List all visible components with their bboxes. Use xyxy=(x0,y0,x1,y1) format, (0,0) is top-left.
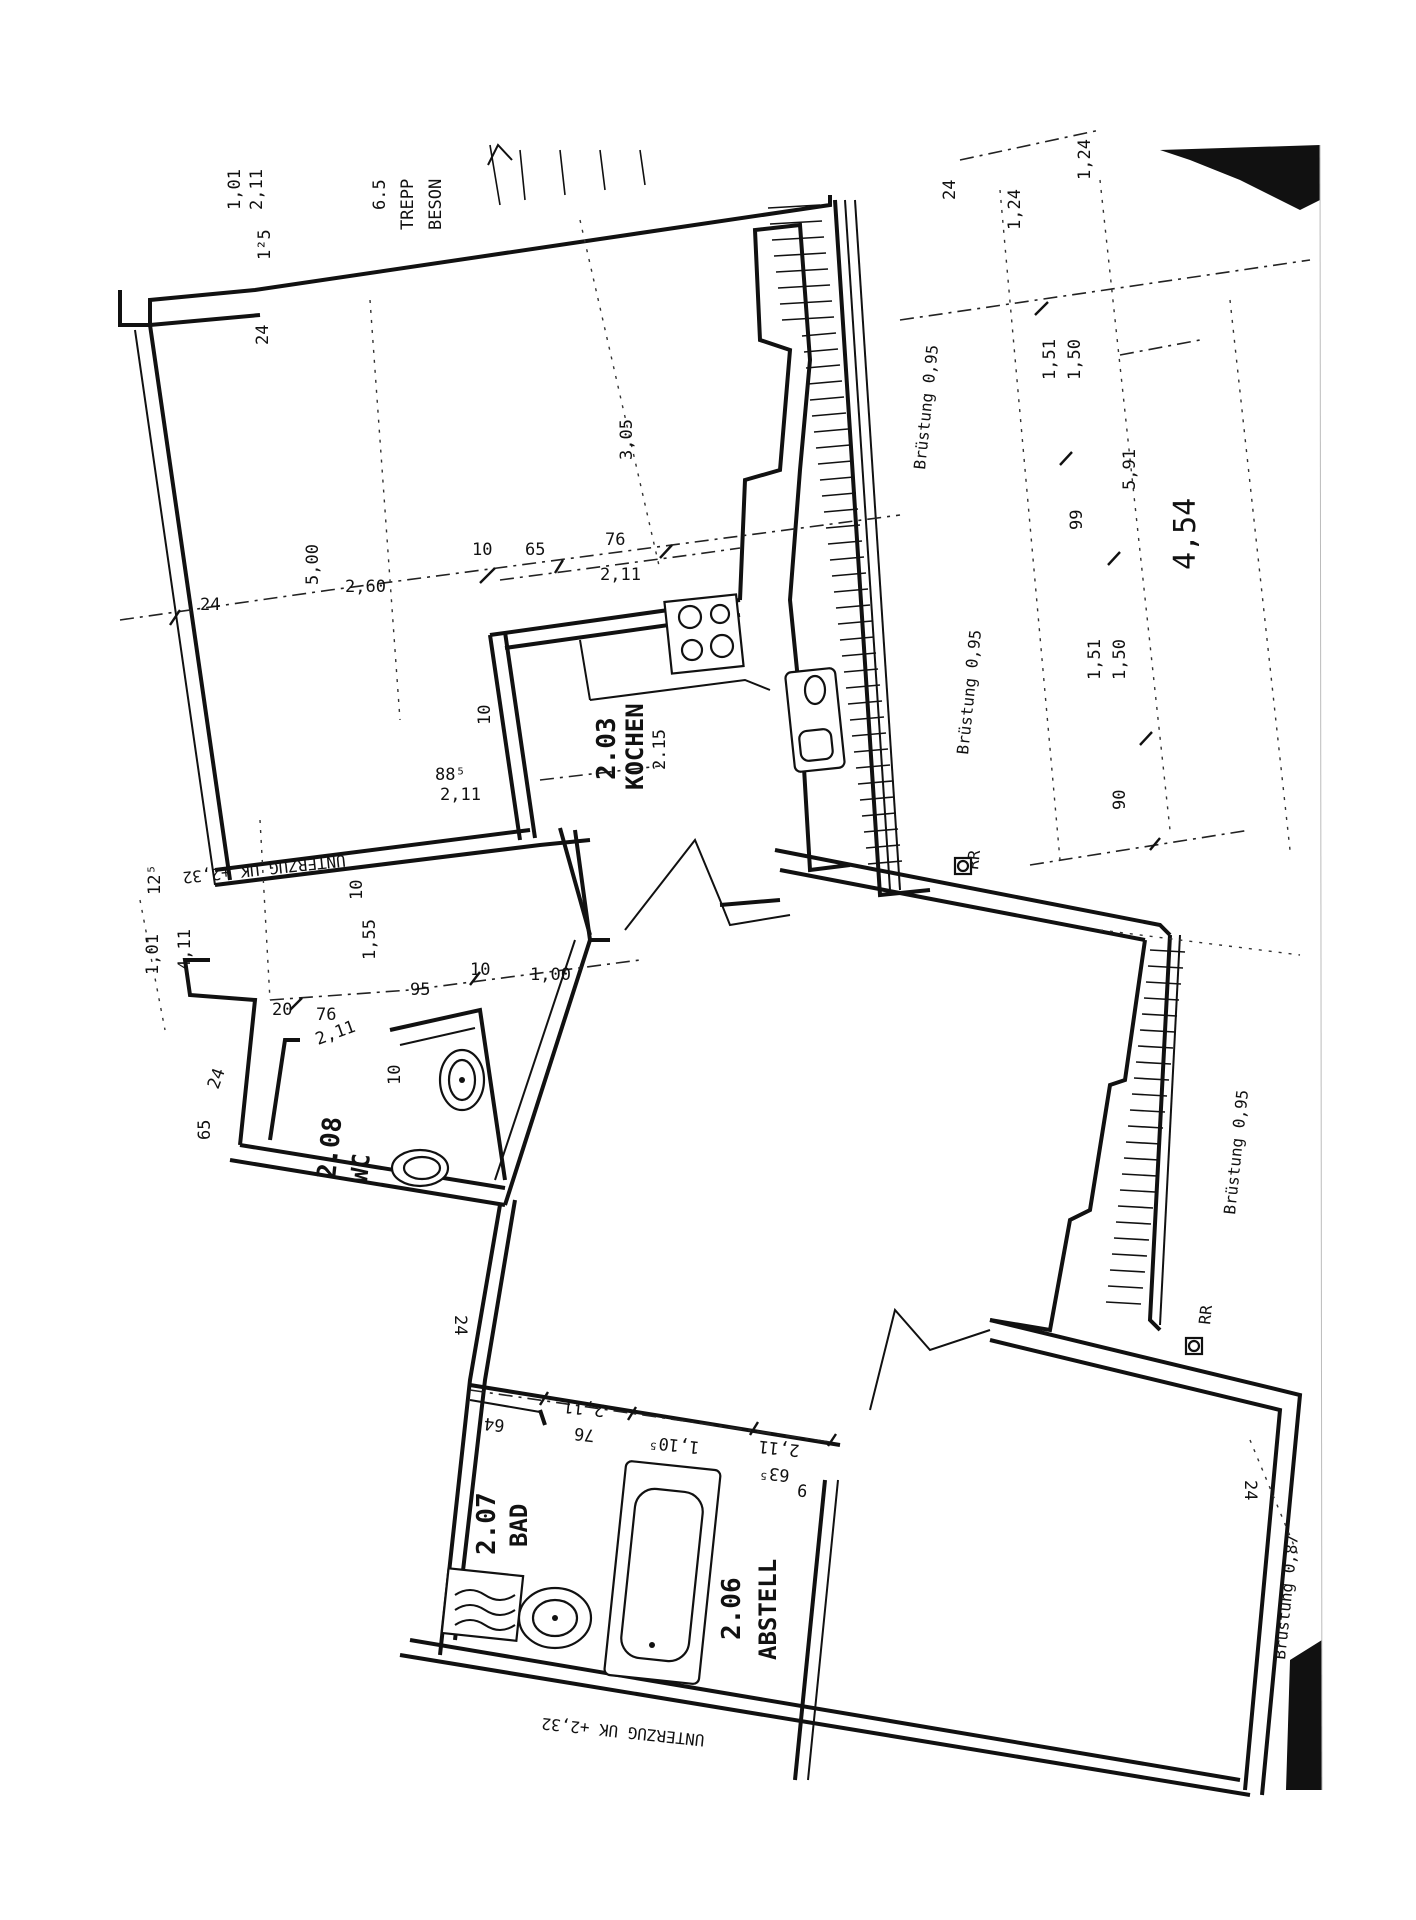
rr-symbol-2 xyxy=(1184,1336,1204,1356)
svg-text:24: 24 xyxy=(450,1315,470,1335)
room-label-storage: 2.06 ABSTELL xyxy=(717,1559,782,1660)
kitchen-sink xyxy=(784,667,846,773)
svg-text:20: 20 xyxy=(272,1000,292,1020)
svg-text:24: 24 xyxy=(1240,1480,1260,1500)
svg-text:76: 76 xyxy=(605,530,625,550)
svg-text:Brüstung 0,87: Brüstung 0,87 xyxy=(1270,1534,1302,1661)
svg-text:2,11: 2,11 xyxy=(440,785,481,805)
svg-text:Brüstung 0,95: Brüstung 0,95 xyxy=(953,629,985,756)
balcony-railing-upper xyxy=(767,204,903,865)
svg-text:1,24: 1,24 xyxy=(1005,189,1025,230)
svg-text:RR: RR xyxy=(1195,1304,1216,1326)
svg-text:24: 24 xyxy=(204,1066,230,1092)
svg-text:KOCHEN: KOCHEN xyxy=(621,703,649,790)
note-parapet-4: Brüstung 0,87 xyxy=(1270,1534,1302,1661)
svg-text:2,11: 2,11 xyxy=(563,1396,606,1420)
svg-text:10: 10 xyxy=(385,1065,405,1085)
svg-text:2.08: 2.08 xyxy=(312,1115,348,1180)
svg-text:1,24: 1,24 xyxy=(1075,139,1095,180)
svg-text:1,01: 1,01 xyxy=(225,169,245,210)
svg-text:24: 24 xyxy=(253,325,273,345)
svg-text:88⁵: 88⁵ xyxy=(435,765,466,785)
svg-text:WC: WC xyxy=(345,1152,376,1184)
svg-text:1,55: 1,55 xyxy=(360,919,380,960)
svg-text:76: 76 xyxy=(316,1005,336,1025)
svg-text:1,00: 1,00 xyxy=(530,965,571,985)
svg-text:3,05: 3,05 xyxy=(617,419,637,460)
svg-text:2,11: 2,11 xyxy=(758,1436,801,1460)
room-label-wc: 2.08 WC xyxy=(312,1115,376,1184)
heater xyxy=(440,1567,525,1643)
svg-text:5,91: 5,91 xyxy=(1120,449,1140,490)
svg-text:TREPP: TREPP xyxy=(398,179,418,230)
svg-text:24: 24 xyxy=(200,595,220,615)
svg-text:1,51: 1,51 xyxy=(1040,339,1060,380)
svg-text:65: 65 xyxy=(525,540,545,560)
svg-text:1,01: 1,01 xyxy=(143,934,163,975)
svg-text:ABSTELL: ABSTELL xyxy=(754,1559,782,1660)
svg-text:10: 10 xyxy=(472,540,492,560)
svg-text:4,54: 4,54 xyxy=(1168,498,1203,570)
living-room-lower xyxy=(182,848,1303,1797)
svg-text:10: 10 xyxy=(475,705,495,725)
rr-symbol-1 xyxy=(953,856,973,876)
svg-text:2.07: 2.07 xyxy=(472,1492,502,1555)
svg-text:2,11: 2,11 xyxy=(600,565,641,585)
svg-text:1,50: 1,50 xyxy=(1065,339,1085,380)
living-room-upper xyxy=(118,195,931,942)
svg-text:2.03: 2.03 xyxy=(592,717,622,780)
svg-text:76: 76 xyxy=(573,1423,595,1445)
svg-text:99: 99 xyxy=(1067,510,1087,530)
svg-text:2.15: 2.15 xyxy=(650,729,670,770)
note-beam-1: UNTERZUG UK +2,32 xyxy=(182,851,347,887)
dimension-lines xyxy=(119,129,1311,1561)
room-label-bath: 2.07 BAD xyxy=(472,1492,533,1555)
svg-text:Brüstung 0,95: Brüstung 0,95 xyxy=(910,344,942,471)
svg-text:9: 9 xyxy=(796,1479,808,1500)
svg-text:Brüstung 0,95: Brüstung 0,95 xyxy=(1220,1089,1252,1216)
svg-text:12⁵: 12⁵ xyxy=(145,864,165,895)
wc-fixtures xyxy=(390,1048,486,1188)
svg-text:UNTERZUG UK +2,32: UNTERZUG UK +2,32 xyxy=(182,851,347,887)
svg-text:6.5: 6.5 xyxy=(370,179,390,210)
dim-texts: 1,01 2,11 1²5 24 24 5,00 2,60 10 65 76 2… xyxy=(143,139,1260,1500)
svg-text:63⁵: 63⁵ xyxy=(758,1462,791,1485)
scan-edge-right xyxy=(1319,144,1323,1791)
scan-shadow-bottom xyxy=(1286,1640,1322,1790)
stair-label: 6.5 TREPP BESON xyxy=(370,179,446,230)
svg-text:2,60: 2,60 xyxy=(345,577,386,597)
svg-text:5,00: 5,00 xyxy=(303,544,323,585)
svg-text:90: 90 xyxy=(1110,790,1130,810)
svg-text:95: 95 xyxy=(410,980,430,1000)
note-parapet-3: Brüstung 0,95 xyxy=(1220,1089,1252,1216)
note-parapet-2: Brüstung 0,95 xyxy=(953,629,985,756)
svg-text:BAD: BAD xyxy=(505,1504,533,1547)
svg-text:2,11: 2,11 xyxy=(247,169,267,210)
svg-text:2.06: 2.06 xyxy=(717,1577,747,1640)
stair-treppe xyxy=(487,143,646,206)
note-rr-2: RR xyxy=(1195,1304,1216,1326)
svg-text:10: 10 xyxy=(470,960,490,980)
svg-text:10: 10 xyxy=(347,880,367,900)
svg-text:24: 24 xyxy=(940,180,960,200)
bath-fixtures xyxy=(440,1460,722,1685)
svg-text:1,51: 1,51 xyxy=(1085,639,1105,680)
note-beam-2: UNTERZUG UK +2,32 xyxy=(541,1714,706,1750)
svg-text:1,50: 1,50 xyxy=(1110,639,1130,680)
svg-text:65: 65 xyxy=(195,1120,215,1140)
svg-text:64: 64 xyxy=(483,1413,505,1435)
svg-text:1²5: 1²5 xyxy=(255,229,275,260)
scan-shadow-top xyxy=(1160,145,1320,210)
svg-text:BESON: BESON xyxy=(426,179,446,230)
note-parapet-1: Brüstung 0,95 xyxy=(910,344,942,471)
balcony-railing-lower xyxy=(1105,949,1186,1305)
svg-text:UNTERZUG UK +2,32: UNTERZUG UK +2,32 xyxy=(541,1714,706,1750)
room-label-kitchen: 2.03 KOCHEN 2.15 xyxy=(592,703,670,790)
stove xyxy=(663,593,745,675)
svg-text:1,10⁵: 1,10⁵ xyxy=(648,1432,701,1457)
svg-text:4,11: 4,11 xyxy=(175,929,195,970)
